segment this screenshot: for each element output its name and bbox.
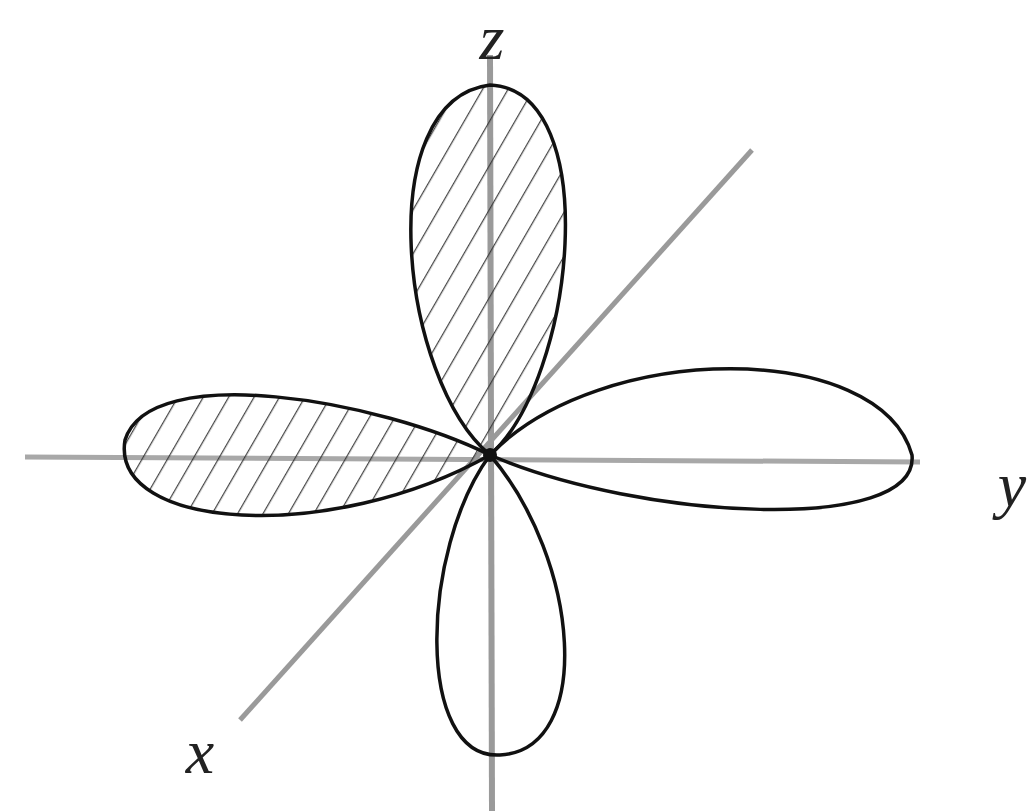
axis-label: z bbox=[480, 6, 505, 70]
shaded-lobe bbox=[124, 395, 490, 516]
axis-label: x bbox=[186, 720, 214, 784]
origin-dot bbox=[483, 448, 497, 462]
axis-label: y bbox=[998, 453, 1026, 517]
unshaded-lobe bbox=[490, 369, 912, 510]
unshaded-lobe bbox=[437, 455, 565, 755]
shaded-lobe bbox=[411, 85, 566, 455]
